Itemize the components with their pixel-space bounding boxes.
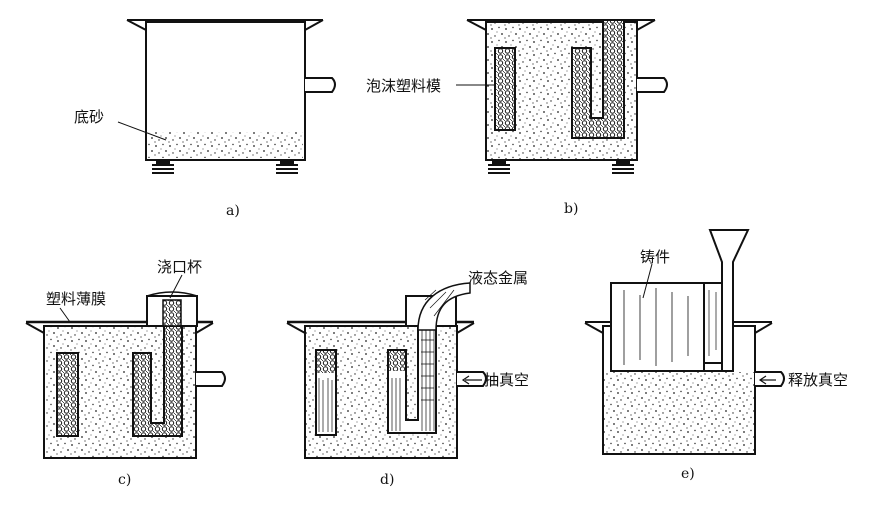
label-vacuum-pump: 抽真空 <box>484 371 529 389</box>
foam-pattern-gating <box>571 19 625 139</box>
casting-part <box>610 282 723 372</box>
foam-pattern-left <box>494 47 516 131</box>
label-bottom-sand: 底砂 <box>74 108 104 126</box>
label-casting: 铸件 <box>640 248 670 266</box>
leader-line <box>642 263 653 299</box>
caption-e: e) <box>681 466 695 482</box>
vacuum-pipe <box>196 371 226 387</box>
leader-line <box>117 121 167 141</box>
leader-line <box>59 307 71 323</box>
metal-filled-gating <box>387 325 437 434</box>
flask-a <box>126 19 336 161</box>
metal-filled-left <box>315 349 337 436</box>
loose-sand <box>604 372 754 453</box>
bottom-sand-layer <box>148 132 303 158</box>
caption-d: d) <box>380 472 394 488</box>
panel-a: 底砂 a) <box>74 19 336 219</box>
panel-c: 塑料薄膜 浇口杯 c) <box>25 258 226 488</box>
label-liquid-metal: 液态金属 <box>468 269 528 287</box>
arrow-icon <box>758 375 767 385</box>
flask-c <box>25 322 226 459</box>
label-pouring-cup: 浇口杯 <box>157 258 202 276</box>
leader-line <box>169 274 183 299</box>
foam-pattern-left <box>56 352 79 437</box>
vacuum-pipe <box>637 77 668 93</box>
label-release-vacuum: 释放真空 <box>788 371 848 389</box>
caption-c: c) <box>118 472 131 488</box>
liquid-metal-stream <box>417 282 471 331</box>
vacuum-pipe <box>457 371 487 387</box>
caption-b: b) <box>564 201 578 217</box>
pouring-cup <box>146 291 198 327</box>
panel-e: 铸件 释放真空 e) <box>584 229 848 482</box>
vibration-springs-a <box>152 160 298 174</box>
sprue-funnel <box>611 229 750 372</box>
label-plastic-film: 塑料薄膜 <box>46 290 106 308</box>
panel-b: 泡沫塑料模 b) <box>366 19 668 217</box>
panel-d: 液态金属 抽真空 d) <box>286 269 529 488</box>
arrow-icon <box>461 375 470 385</box>
label-foam-pattern: 泡沫塑料模 <box>366 77 441 95</box>
vibration-springs-b <box>488 160 634 174</box>
vacuum-pipe <box>755 371 785 387</box>
caption-a: a) <box>226 203 240 219</box>
vacuum-pipe <box>305 77 336 93</box>
